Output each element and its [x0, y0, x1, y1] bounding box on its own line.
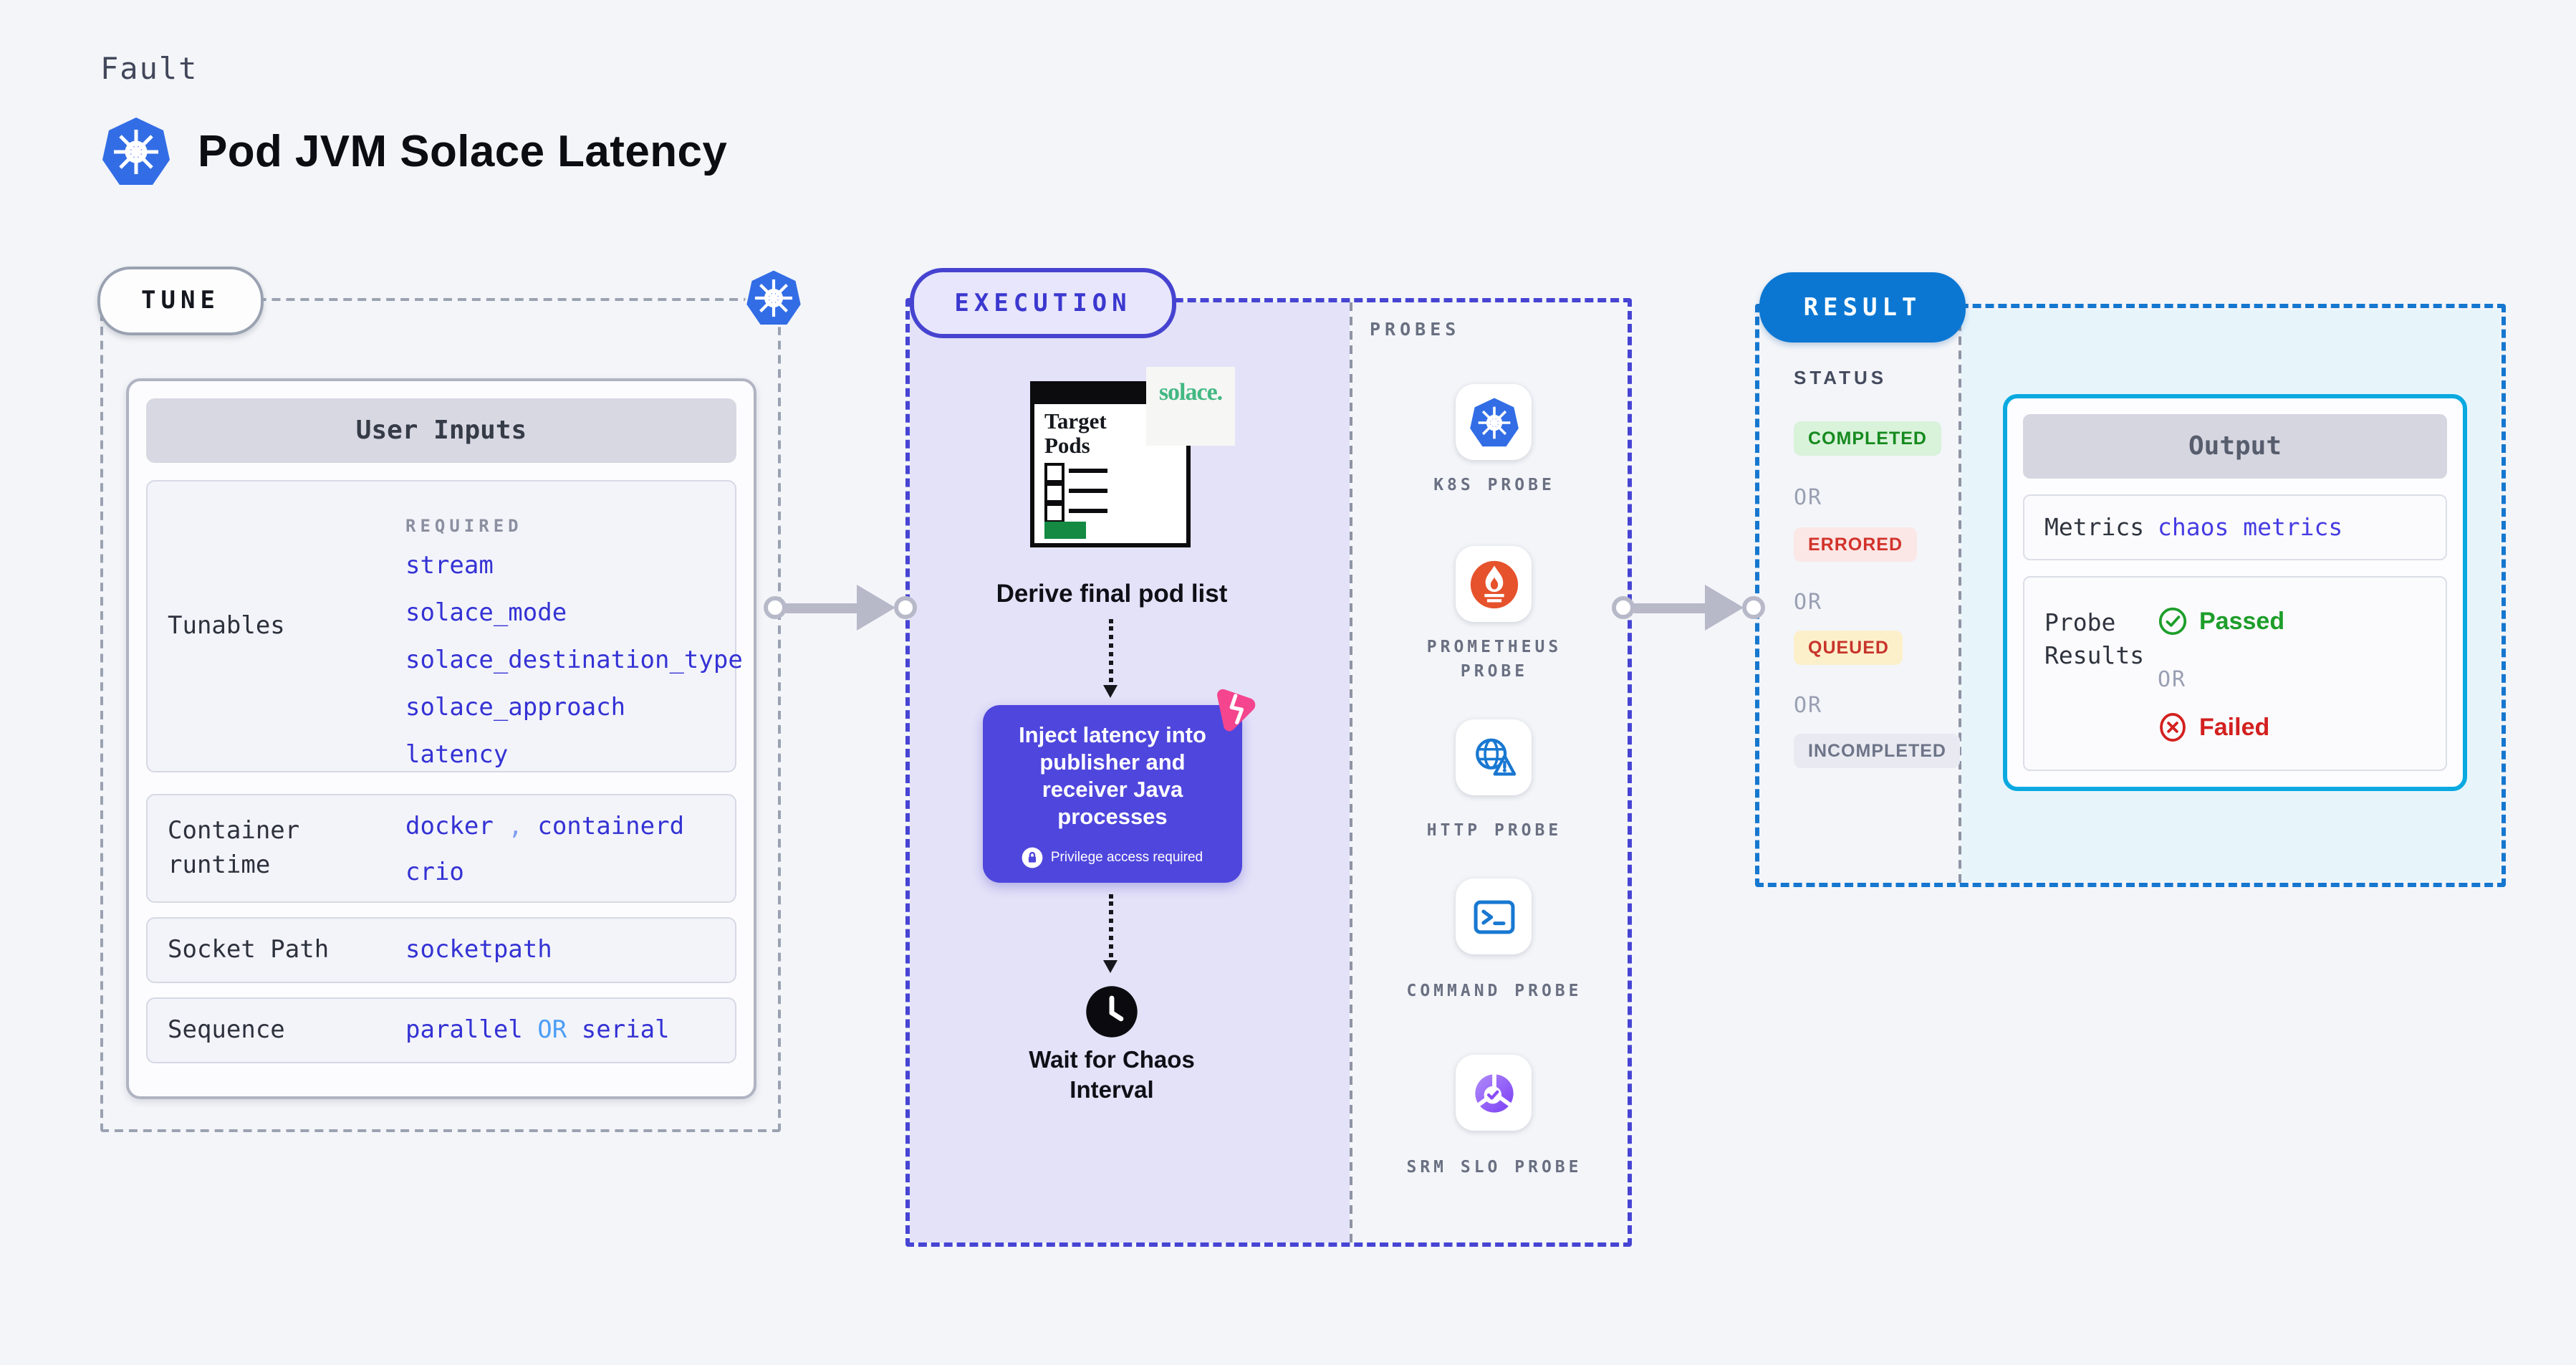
execution-section-label: EXECUTION — [910, 268, 1176, 338]
http-globe-icon — [1475, 737, 1516, 775]
privilege-note: Privilege access required — [983, 847, 1242, 868]
metrics-label: Metrics — [2044, 514, 2145, 541]
terminal-icon — [1473, 899, 1514, 934]
target-pods-title: Target Pods — [1044, 410, 1107, 458]
dotted-connector — [1109, 894, 1113, 957]
check-circle-icon — [2158, 607, 2187, 636]
green-button-graphic — [1044, 522, 1086, 539]
socket-path-row: Socket Path socketpath — [146, 917, 736, 983]
runtime-separator: , — [508, 813, 523, 841]
sequence-row: Sequence parallel OR serial — [146, 997, 736, 1063]
status-heading: STATUS — [1794, 367, 1888, 388]
tunable-value: stream — [405, 552, 494, 580]
output-header: Output — [2023, 414, 2447, 479]
probe-label: K8S PROBE — [1433, 474, 1555, 494]
clock-icon — [1085, 985, 1139, 1039]
list-line — [1069, 469, 1107, 472]
sequence-label: Sequence — [168, 1016, 285, 1045]
or-label: OR — [1794, 484, 1823, 510]
kubernetes-icon — [100, 115, 172, 189]
command-probe-card — [1456, 878, 1532, 954]
arrowhead-icon — [1103, 960, 1118, 973]
tunables-row: Tunables REQUIRED stream solace_mode sol… — [146, 480, 743, 772]
probes-divider — [1350, 302, 1352, 1242]
fault-kicker: Fault — [100, 52, 198, 86]
socket-path-value: socketpath — [405, 936, 552, 964]
probes-section-label: PROBES — [1370, 318, 1461, 340]
probe-label: PROMETHEUS PROBE — [1426, 636, 1562, 681]
runtime-containerd: containerd — [537, 813, 685, 841]
container-runtime-label: Container runtime — [168, 817, 300, 880]
arrowhead-icon — [1103, 685, 1118, 698]
status-badge-errored: ERRORED — [1794, 527, 1918, 562]
runtime-crio: crio — [405, 858, 464, 887]
list-line — [1069, 489, 1107, 492]
or-label: OR — [1794, 692, 1823, 718]
srm-slo-probe-card — [1456, 1055, 1532, 1131]
wait-chaos-interval-step: Wait for Chaos Interval — [1029, 1048, 1195, 1103]
http-probe-card — [1456, 719, 1532, 795]
lock-icon — [1022, 847, 1044, 868]
page-title: Pod JVM Solace Latency — [198, 126, 728, 176]
user-inputs-card: User Inputs Tunables REQUIRED stream sol… — [126, 378, 756, 1099]
kubernetes-icon — [1469, 397, 1518, 446]
sequence-serial: serial — [581, 1016, 670, 1045]
output-card: Output Metrics chaos metrics Probe Resul… — [2003, 394, 2467, 791]
slo-donut-icon — [1474, 1072, 1513, 1112]
required-label: REQUIRED — [405, 516, 523, 536]
metrics-value: chaos metrics — [2158, 514, 2343, 541]
sequence-parallel: parallel — [405, 1016, 523, 1045]
x-circle-icon — [2160, 713, 2186, 742]
dotted-connector — [1109, 619, 1113, 682]
tune-section-label: TUNE — [97, 267, 264, 335]
runtime-docker: docker — [405, 813, 494, 841]
status-badge-completed: COMPLETED — [1794, 421, 1941, 456]
tunable-value: solace_destination_type — [405, 646, 743, 675]
metrics-row: Metrics chaos metrics — [2023, 494, 2447, 560]
probe-results-label: Probe Results — [2044, 609, 2145, 669]
passed-verdict: Passed — [2158, 606, 2284, 636]
tunable-value: solace_approach — [405, 694, 626, 722]
solace-logo: solace. — [1146, 367, 1235, 446]
result-divider — [1959, 308, 1961, 883]
socket-path-label: Socket Path — [168, 936, 330, 964]
status-badge-incompleted: INCOMPLETED — [1794, 734, 1961, 768]
or-label: OR — [1794, 589, 1823, 615]
probe-label: HTTP PROBE — [1426, 820, 1562, 840]
status-badge-queued: QUEUED — [1794, 631, 1903, 665]
prometheus-probe-card — [1456, 546, 1532, 622]
user-inputs-header: User Inputs — [146, 398, 736, 463]
tunable-value: latency — [405, 741, 509, 770]
prometheus-icon — [1469, 560, 1518, 608]
tunables-label: Tunables — [168, 612, 285, 641]
probe-label: COMMAND PROBE — [1406, 980, 1582, 1000]
container-runtime-row: Container runtime docker , containerd cr… — [146, 794, 736, 903]
list-line — [1069, 509, 1107, 512]
inject-latency-step: Inject latency into publisher and receiv… — [983, 705, 1242, 883]
probe-label: SRM SLO PROBE — [1406, 1156, 1582, 1177]
chaos-icon — [1203, 679, 1266, 742]
checkbox-icon — [1044, 463, 1064, 483]
or-label: OR — [2158, 666, 2187, 692]
probe-results-row: Probe Results Passed OR Failed — [2023, 576, 2447, 771]
container-runtime-values: docker , containerd — [405, 813, 684, 841]
sequence-or: OR — [537, 1016, 567, 1045]
tune-section-box — [100, 298, 781, 1132]
checkbox-icon — [1044, 503, 1064, 523]
k8s-probe-card — [1456, 384, 1532, 460]
tunable-value: solace_mode — [405, 599, 567, 628]
result-section-label: RESULT — [1759, 272, 1966, 343]
kubernetes-icon — [744, 267, 804, 330]
sequence-values: parallel OR serial — [405, 1016, 670, 1045]
checkbox-icon — [1044, 483, 1064, 503]
failed-verdict: Failed — [2158, 712, 2269, 742]
derive-pod-list-step: Derive final pod list — [996, 579, 1228, 608]
